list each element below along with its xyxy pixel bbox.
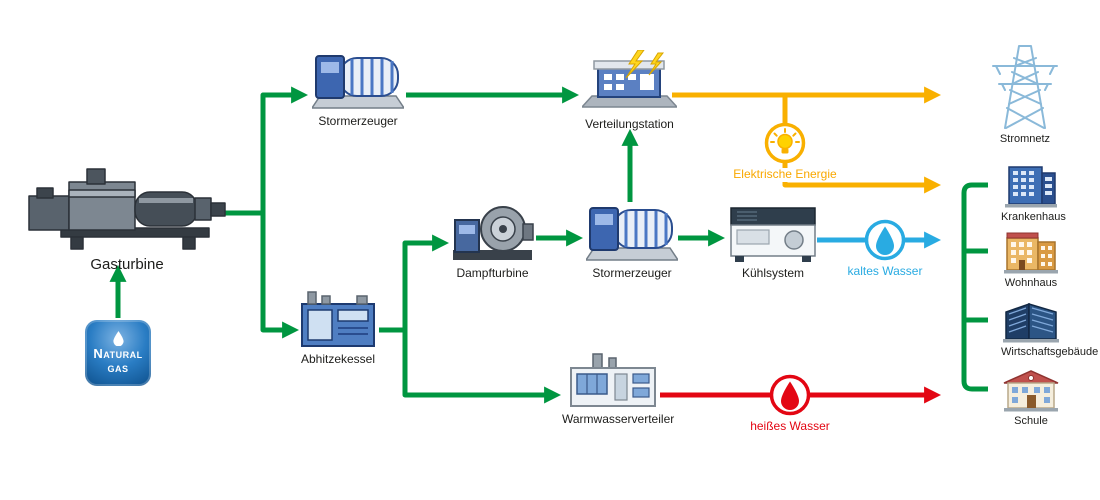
node-warmwasserverteiler: Warmwasserverteiler — [562, 352, 675, 427]
node-stormerzeuger-mid: Stormerzeuger — [584, 202, 680, 281]
node-label: Wirtschaftsgebäude — [1001, 346, 1099, 358]
pipe-boiler-to-steam-turbine — [379, 234, 450, 333]
chiller-icon — [730, 207, 816, 262]
node-heisses-wasser: heißes Wasser — [750, 373, 830, 434]
node-label: Dampfturbine — [456, 266, 529, 280]
node-label: Warmwasserverteiler — [562, 412, 675, 426]
hot-water-distributor-icon — [570, 353, 656, 407]
node-dampfturbine: Dampfturbine — [449, 198, 536, 281]
node-wohnhaus: Wohnhaus — [1001, 228, 1061, 290]
generator-icon — [312, 55, 404, 109]
node-label: Krankenhaus — [1001, 211, 1066, 223]
node-schule: Schule — [1001, 366, 1061, 428]
node-gasturbine: Gasturbine — [22, 168, 232, 273]
node-label: Schule — [1014, 415, 1048, 427]
node-label: Stromnetz — [999, 133, 1051, 145]
pipe-boiler-to-hot-water — [402, 330, 562, 404]
distribution-building-icon — [582, 50, 677, 108]
hospital-icon — [1005, 166, 1057, 208]
node-label: kaltes Wasser — [847, 264, 923, 278]
natural-gas-source: Natural gas — [85, 320, 151, 386]
node-label: Wohnhaus — [1004, 277, 1058, 289]
lightbulb-icon — [764, 122, 806, 164]
node-label: Gasturbine — [90, 256, 164, 273]
node-label: Kühlsystem — [741, 266, 805, 280]
building-bracket — [961, 182, 988, 392]
pipe-turbine-to-generator-top — [220, 86, 309, 216]
node-kaltes-wasser: kaltes Wasser — [845, 218, 925, 279]
node-stromnetz: Stromnetz — [988, 42, 1062, 146]
node-verteilungstation: Verteilungstation — [580, 50, 679, 132]
node-wirtschaftsgebaeude: Wirtschaftsgebäude — [1001, 297, 1099, 359]
node-label: heißes Wasser — [750, 419, 830, 433]
steam-turbine-icon — [453, 206, 534, 260]
heat-recovery-boiler-icon — [301, 291, 375, 347]
school-icon — [1003, 370, 1059, 412]
gas-label: Natural gas — [93, 347, 142, 374]
apartment-building-icon — [1004, 232, 1058, 274]
water-drop-icon — [769, 374, 811, 416]
node-krankenhaus: Krankenhaus — [1001, 162, 1066, 224]
node-label: Stormerzeuger — [592, 266, 672, 280]
node-stormerzeuger-top: Stormerzeuger — [310, 50, 406, 129]
node-label: Elektrische Energie — [730, 167, 840, 182]
pipe-turbine-to-boiler — [260, 213, 300, 339]
node-label: Stormerzeuger — [318, 114, 398, 128]
power-pylon-icon — [992, 45, 1058, 129]
node-label: Verteilungstation — [585, 117, 674, 131]
node-kuehlsystem: Kühlsystem — [726, 202, 820, 281]
gas-label-line2: gas — [107, 360, 129, 375]
node-label: Abhitzekessel — [300, 352, 376, 366]
node-elektrische-energie: Elektrische Energie — [720, 121, 850, 183]
gas-label-line1: Natural — [93, 346, 143, 362]
water-drop-icon — [864, 219, 906, 261]
office-building-icon — [1003, 302, 1059, 343]
gas-turbine-icon — [28, 168, 226, 250]
generator-icon — [586, 207, 678, 261]
gas-drop-icon — [112, 331, 124, 347]
node-abhitzekessel: Abhitzekessel — [296, 288, 380, 367]
